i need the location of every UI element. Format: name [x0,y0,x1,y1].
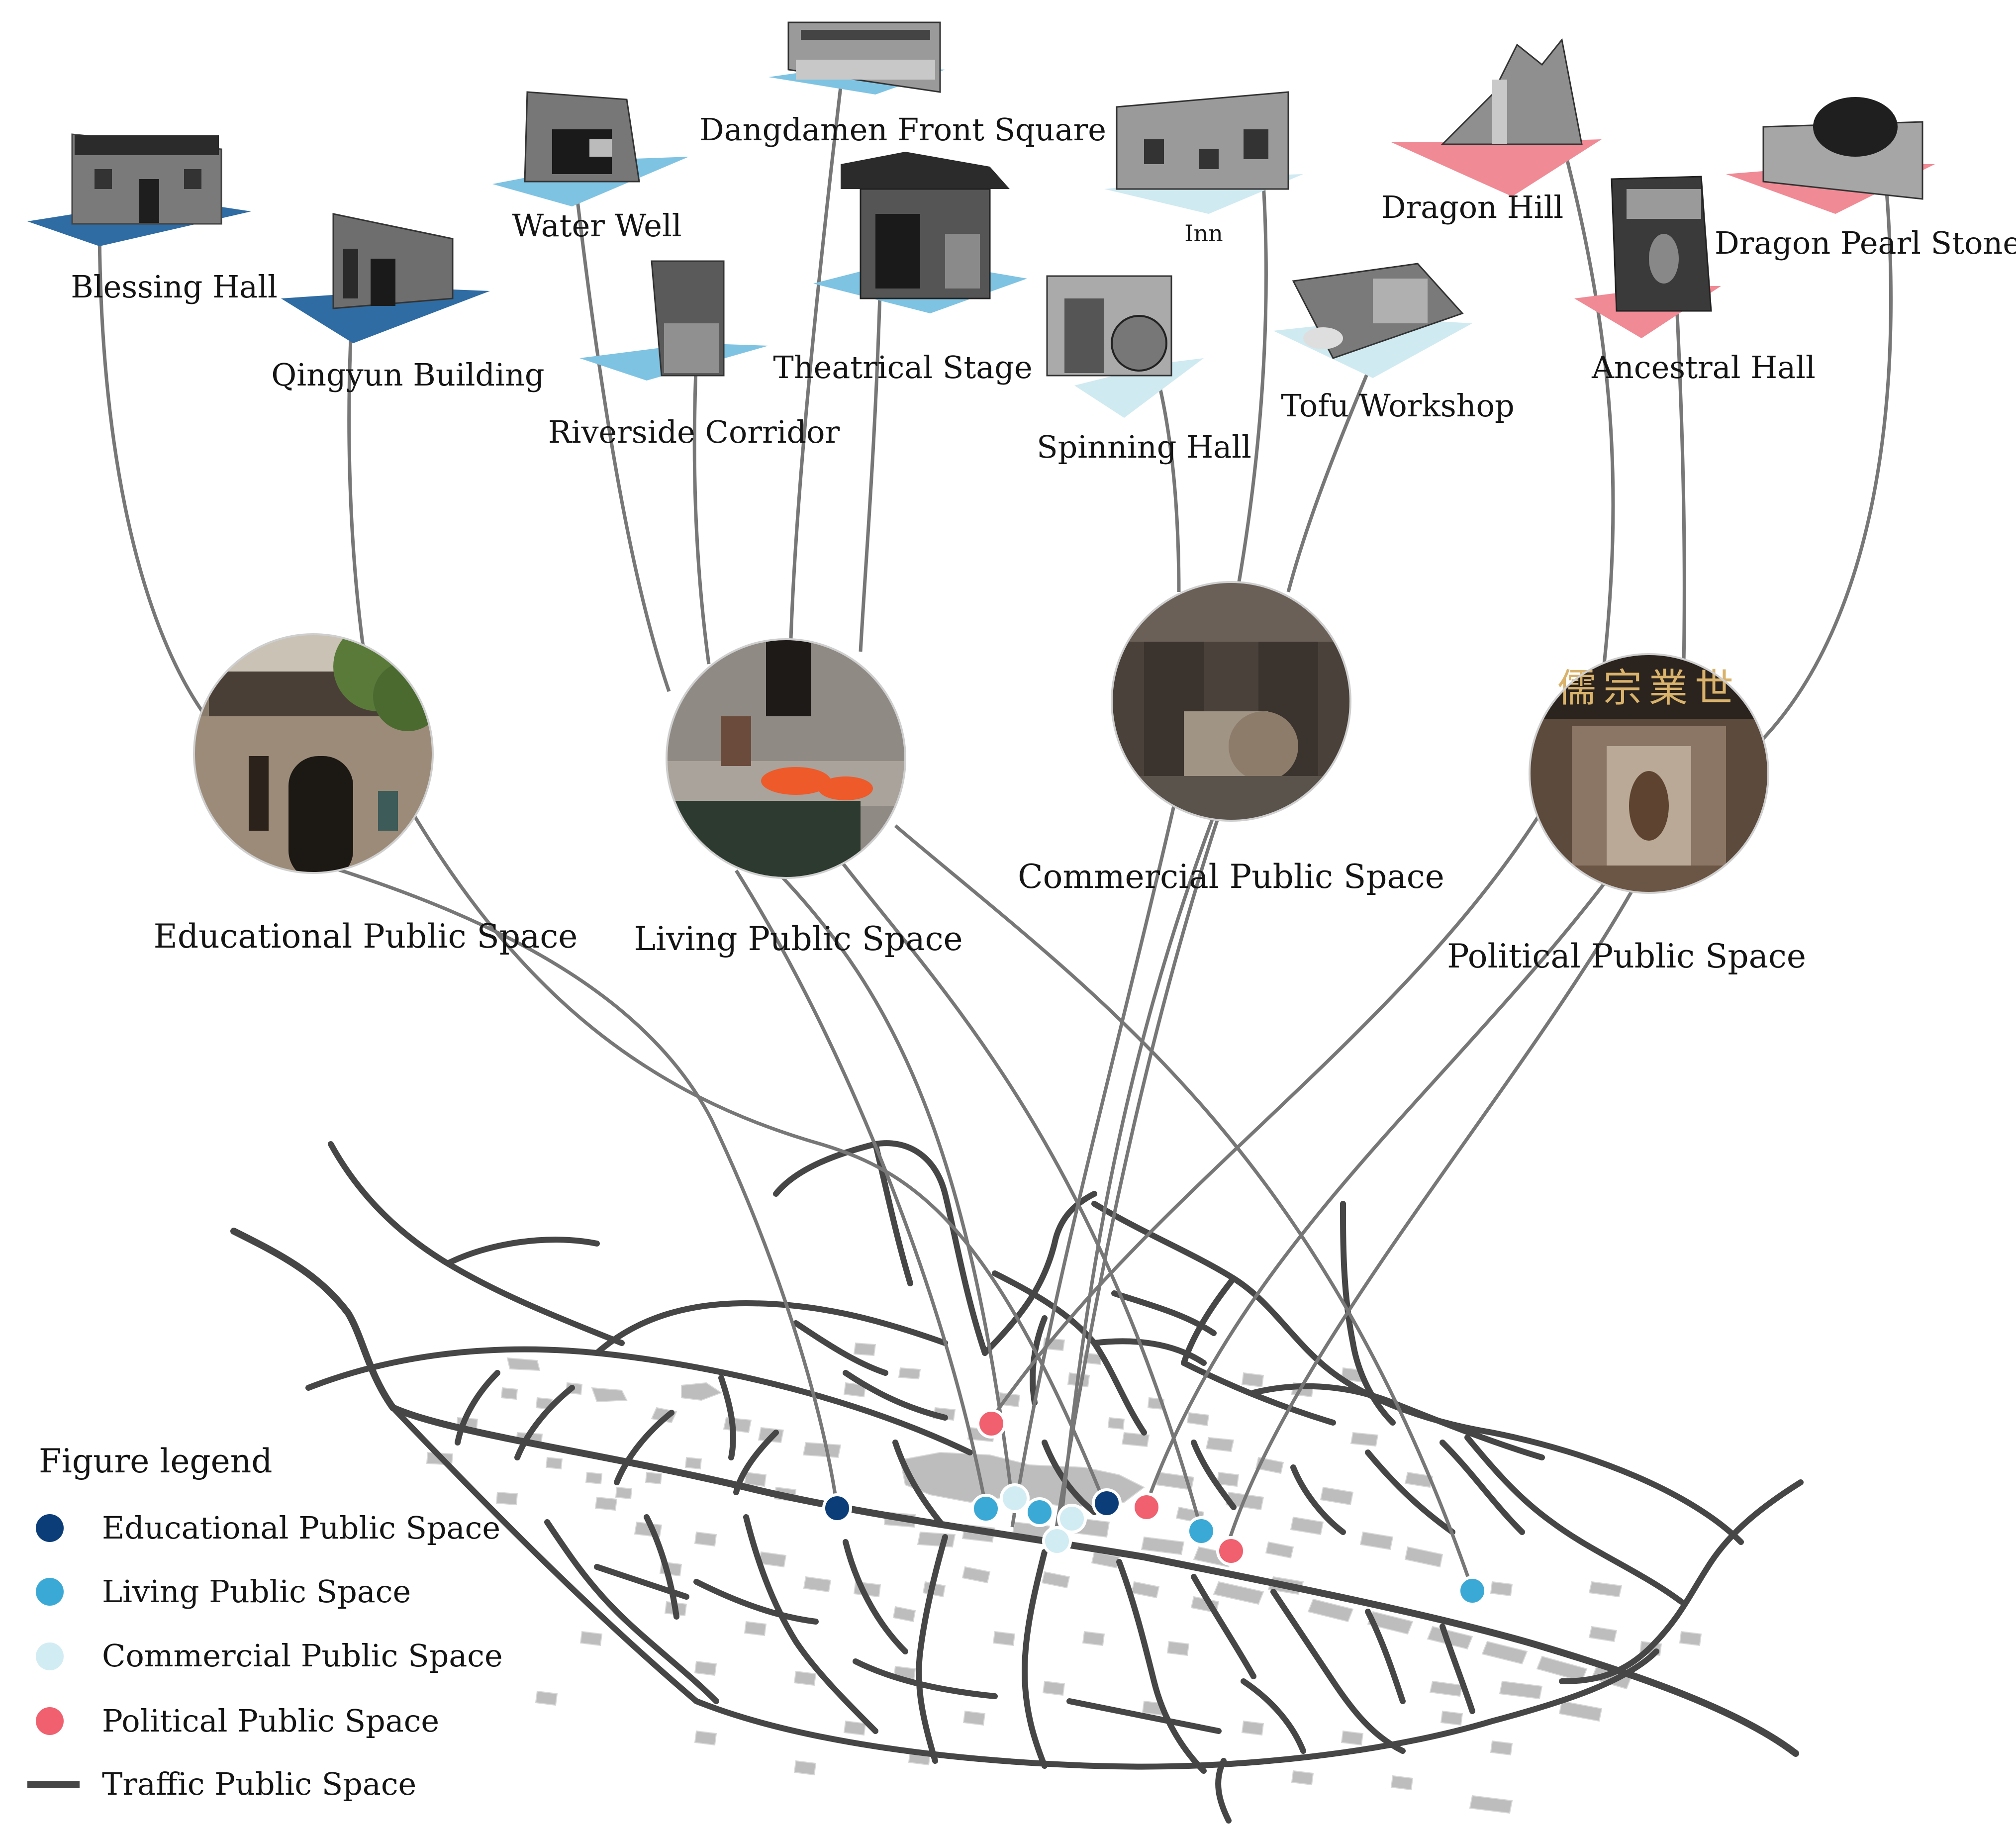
marker-living[interactable] [971,1494,1001,1524]
site-spinning-hall [1046,275,1204,418]
site-label-inn: Inn [1184,220,1223,247]
marker-living[interactable] [1457,1576,1487,1606]
hub-label-political: Political Public Space [1447,937,1806,975]
marker-political[interactable] [1216,1536,1246,1566]
site-label-ancestral-hall: Ancestral Hall [1591,349,1816,386]
marker-commercial[interactable] [1000,1483,1030,1513]
site-label-dragon-pearl-stone: Dragon Pearl Stone [1715,225,2016,261]
site-ancestral-hall [1574,176,1721,338]
marker-educational[interactable] [1092,1488,1122,1518]
site-label-spinning-hall: Spinning Hall [1037,429,1251,465]
legend-swatch-political [36,1707,64,1735]
marker-political[interactable] [1132,1492,1161,1522]
village-map [230,1140,1804,1824]
legend-label-educational: Educational Public Space [102,1510,500,1546]
site-tofu-workshop [1273,263,1472,378]
legend-label-traffic: Traffic Public Space [102,1766,416,1802]
legend-label-political: Political Public Space [102,1703,439,1739]
building-footprints [426,1337,1702,1814]
figure-legend: Figure legend Educational Public Space L… [27,1442,503,1802]
site-label-riverside-corridor: Riverside Corridor [548,414,840,450]
hub-political-photo: 儒宗業世 [1529,653,1769,894]
site-label-qingyun-building: Qingyun Building [271,357,544,393]
site-label-blessing-hall: Blessing Hall [71,269,278,305]
legend-label-commercial: Commercial Public Space [102,1638,503,1674]
legend-swatch-commercial [36,1642,64,1670]
marker-living[interactable] [1186,1516,1216,1546]
site-dragon-pearl-stone [1726,97,1935,214]
hub-label-commercial: Commercial Public Space [1018,858,1444,896]
site-thumbnails [27,21,1935,418]
traffic-roads [230,1140,1804,1824]
site-qingyun-building [281,213,490,343]
site-water-well [492,91,689,206]
map-markers [822,1409,1487,1606]
legend-swatch-educational [36,1514,64,1542]
marker-living[interactable] [1025,1497,1055,1527]
site-label-dragon-hill: Dragon Hill [1381,189,1564,225]
legend-label-living: Living Public Space [102,1573,411,1610]
connection-lines [97,87,1893,1590]
labels: Blessing Hall Qingyun Building Water Wel… [71,111,2016,975]
site-label-water-well: Water Well [512,207,681,244]
marker-educational[interactable] [822,1493,852,1523]
hub-label-educational: Educational Public Space [154,917,578,956]
legend-title: Figure legend [39,1442,272,1480]
marker-commercial[interactable] [1042,1526,1072,1556]
site-dragon-hill [1390,38,1602,196]
marker-political[interactable] [976,1409,1006,1439]
site-label-tofu-workshop: Tofu Workshop [1281,387,1514,424]
site-theatrical-stage [813,152,1027,313]
site-inn [1104,91,1303,214]
marker-commercial[interactable] [1057,1504,1087,1534]
site-dangdamen-front-square [768,21,945,95]
site-blessing-hall [27,133,251,246]
site-riverside-corridor [579,260,768,381]
hub-label-living: Living Public Space [634,920,962,958]
site-label-dangdamen-front-square: Dangdamen Front Square [699,111,1106,148]
hub-educational-photo [193,633,434,874]
legend-swatch-living [36,1578,64,1606]
hub-living-photo [666,638,906,879]
hub-political-plaque: 儒宗業世 [1557,666,1740,711]
hub-commercial-photo [1111,581,1351,822]
site-label-theatrical-stage: Theatrical Stage [773,349,1032,386]
